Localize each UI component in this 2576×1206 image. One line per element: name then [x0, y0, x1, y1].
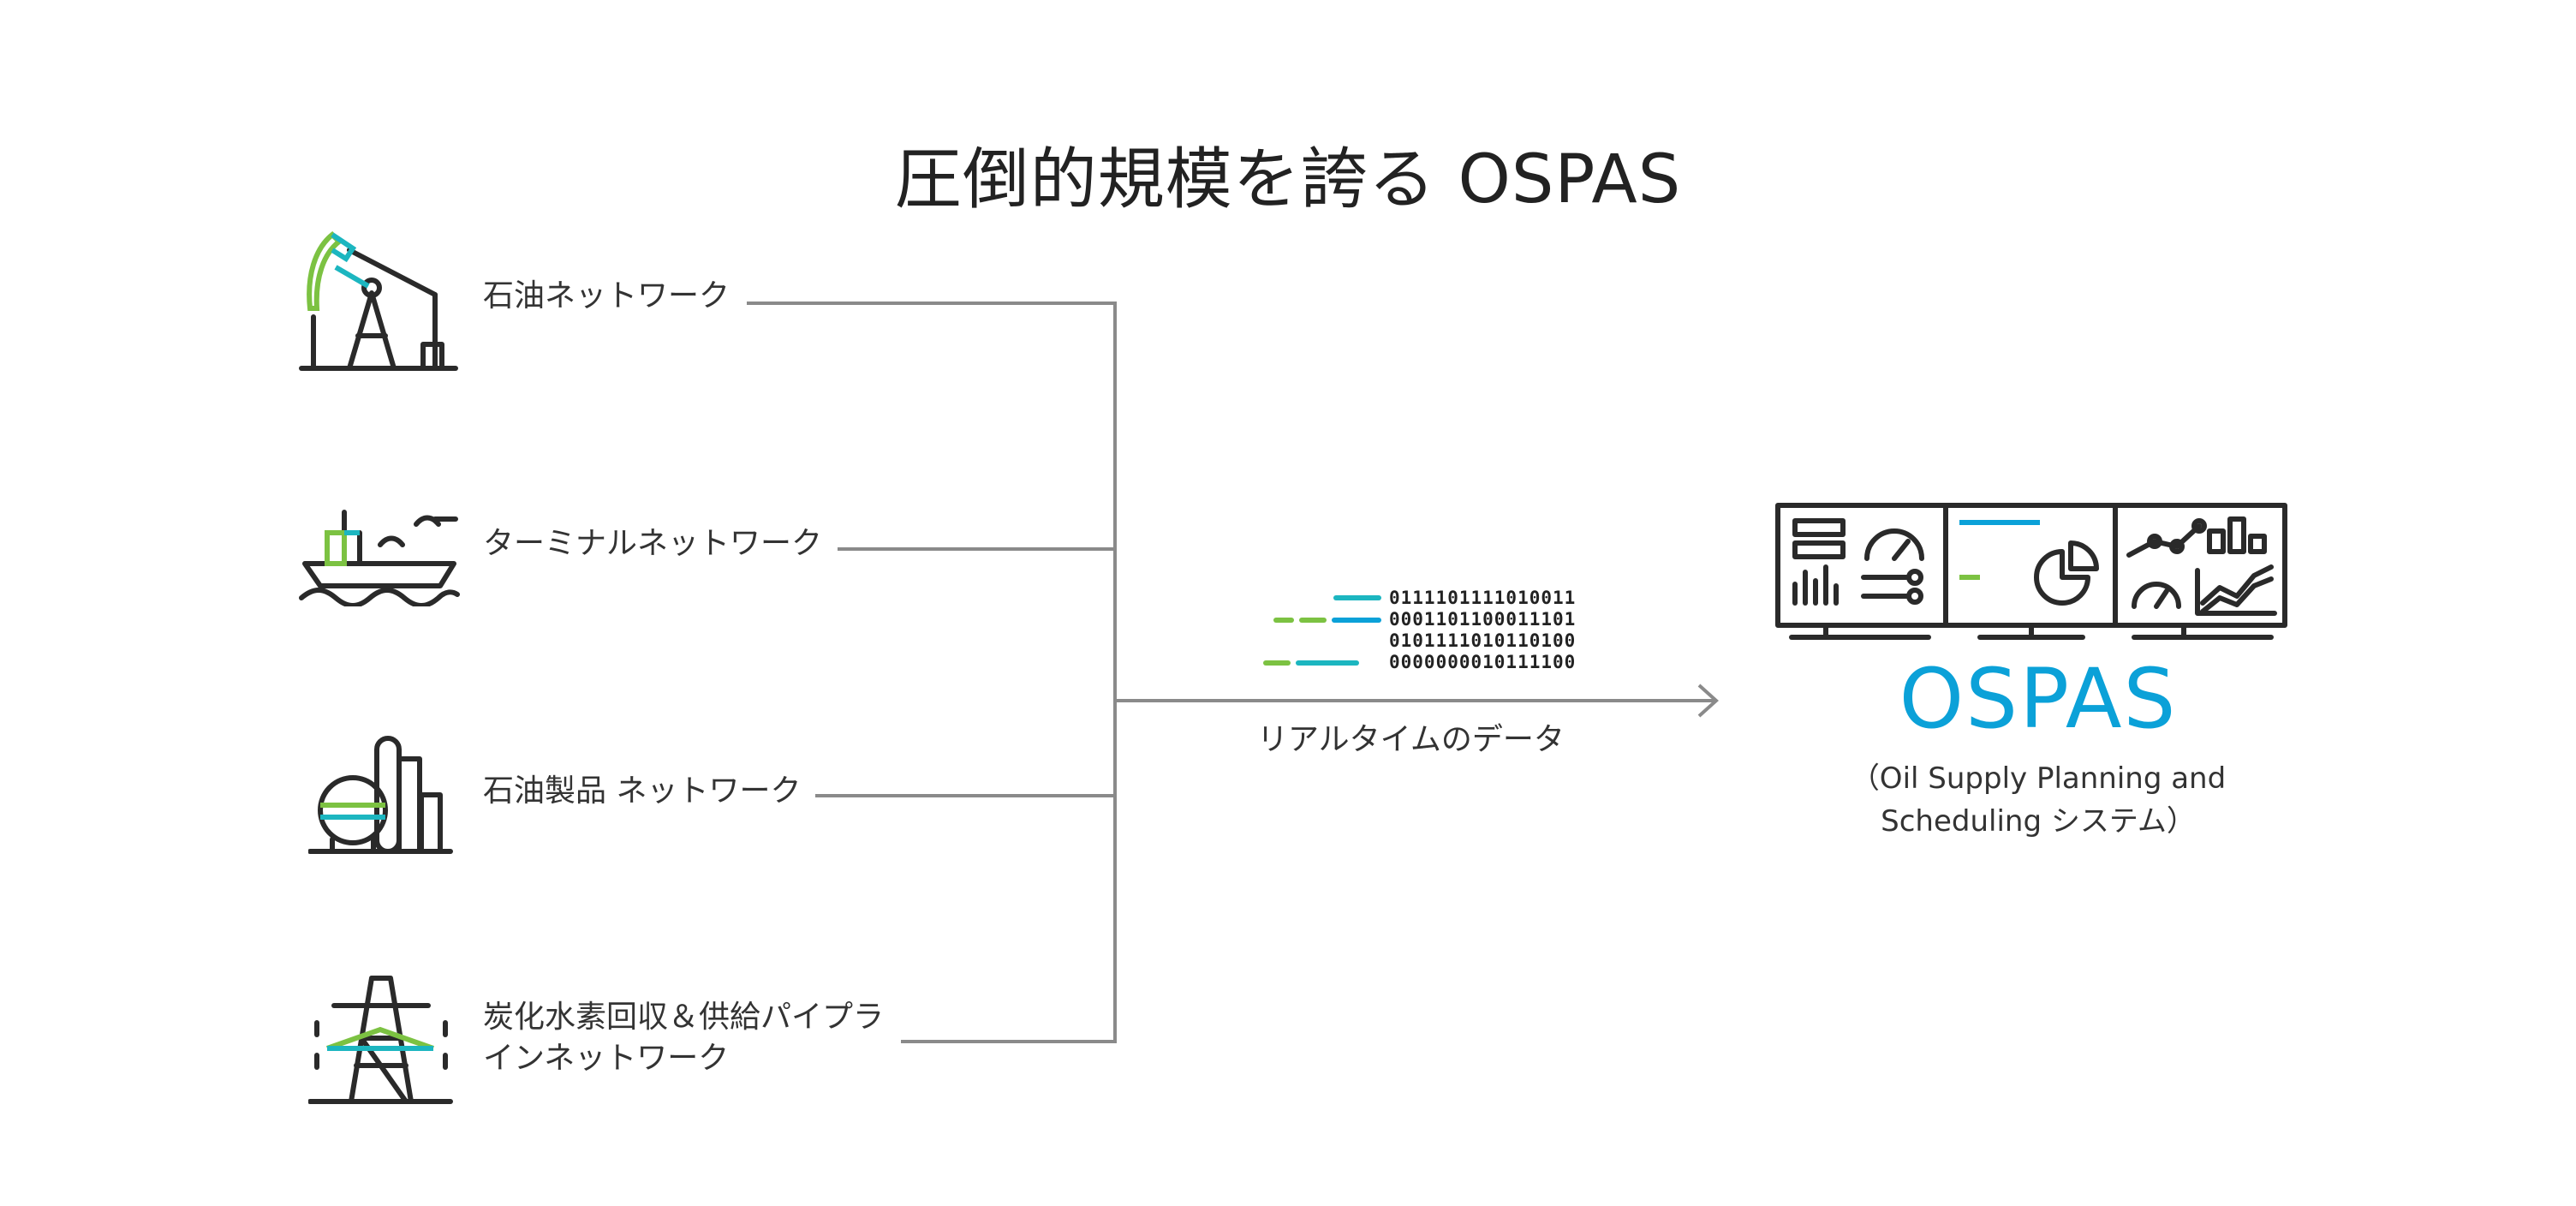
source-label-pipeline-line-2: インネットワーク: [483, 1041, 730, 1076]
refinery-icon: [307, 730, 454, 862]
transmission-tower-icon: [307, 970, 454, 1110]
oil-pump-jack-icon: [298, 224, 461, 382]
page-title: 圧倒的規模を誇る OSPAS: [894, 141, 1682, 219]
arrow-head: [1697, 684, 1719, 718]
source-label-pipeline-line-1: 炭化水素回収＆供給パイプラ: [483, 1000, 885, 1035]
binary-data-block: 0111101111010011 0001101100011101 010111…: [1389, 588, 1576, 673]
ospas-logo-text: OSPAS: [1899, 651, 2178, 747]
ospas-description-line-2: Scheduling システム）: [1881, 804, 2196, 839]
source-label-terminal: ターミナルネットワーク: [483, 526, 823, 561]
binary-row: 0101111010110100: [1389, 630, 1577, 651]
ospas-description: （Oil Supply Planning and Scheduling システム…: [1781, 757, 2295, 843]
data-stream-icon: [1262, 591, 1382, 680]
source-label-products: 石油製品 ネットワーク: [483, 773, 802, 809]
dashboard-monitors-icon: [1774, 502, 2288, 651]
binary-row: 0111101111010011: [1389, 588, 1577, 608]
source-label-oil: 石油ネットワーク: [483, 278, 730, 313]
realtime-data-label: リアルタイムのデータ: [1257, 722, 1565, 757]
source-label-pipeline: 炭化水素回収＆供給パイプラ インネットワーク: [483, 997, 894, 1079]
binary-row: 0001101100011101: [1389, 609, 1577, 630]
ospas-description-line-1: （Oil Supply Planning and: [1850, 761, 2227, 796]
binary-row: 0000000010111100: [1389, 652, 1577, 672]
tanker-ship-icon: [298, 495, 461, 610]
